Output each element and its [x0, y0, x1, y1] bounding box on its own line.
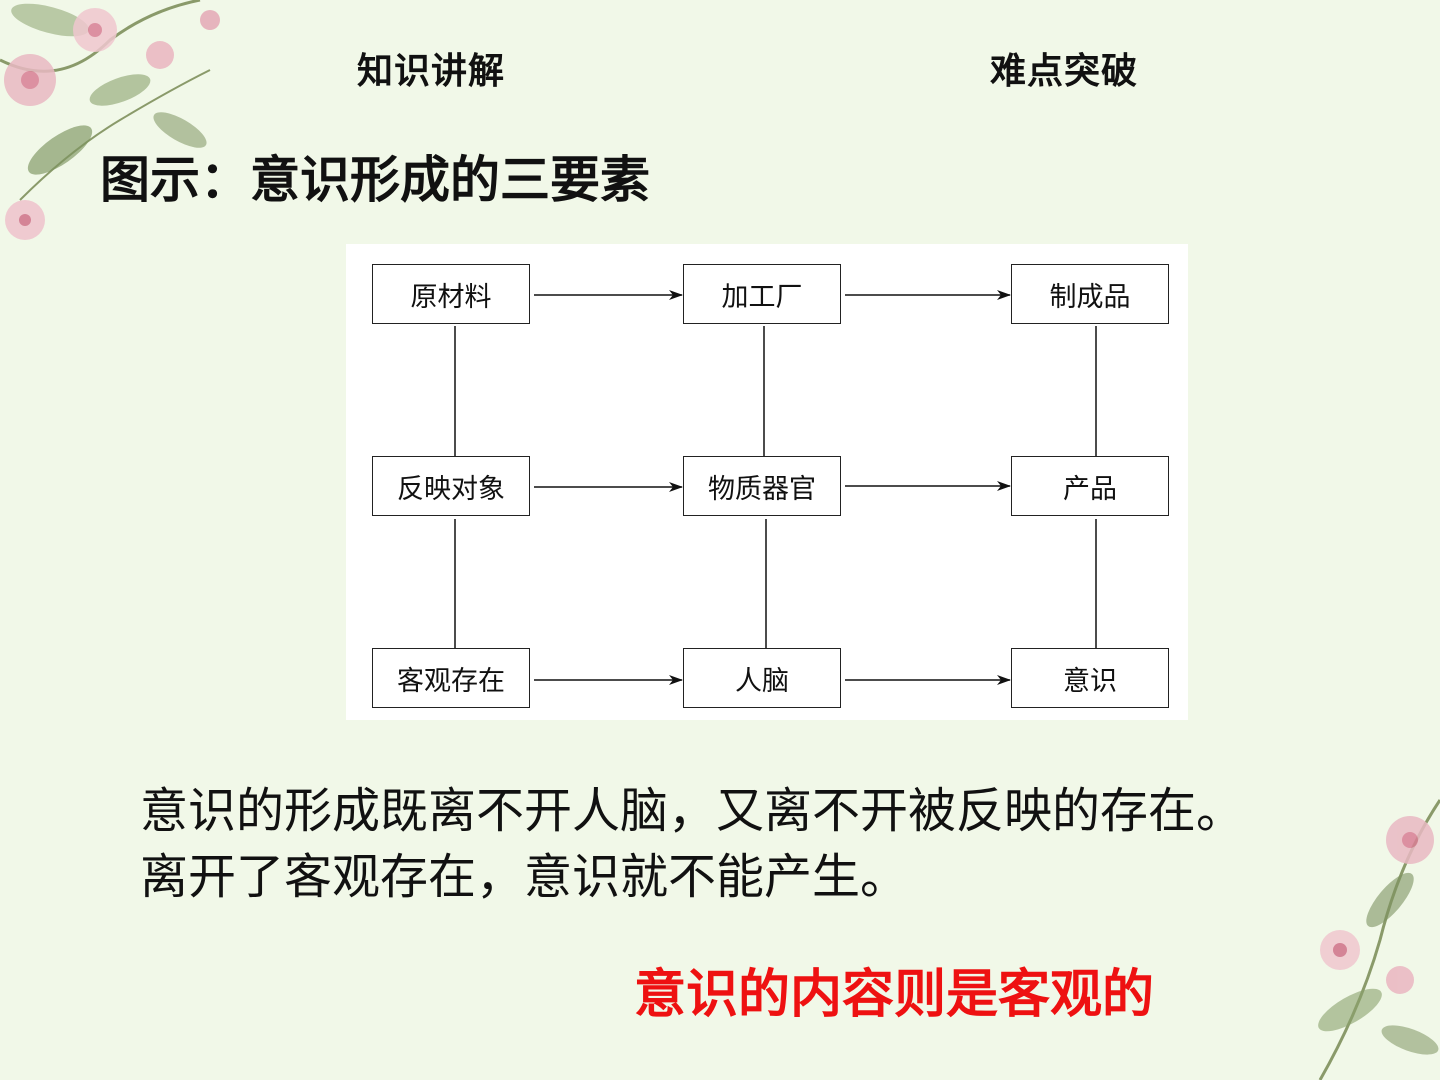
conclusion-highlight: 意识的内容则是客观的 — [634, 965, 1155, 1025]
slide-title: 图示：意识形成的三要素 — [100, 151, 650, 209]
node-processing-plant: 加工厂 — [683, 264, 841, 324]
tab-knowledge-explanation[interactable]: 知识讲解 — [357, 51, 506, 92]
explanation-line-2: 离开了客观存在，意识就不能产生。 — [140, 849, 909, 905]
node-objective-existence: 客观存在 — [372, 648, 530, 708]
node-human-brain: 人脑 — [683, 648, 841, 708]
floral-decoration-bottom-right — [1318, 799, 1440, 1080]
node-material-organ: 物质器官 — [683, 456, 841, 516]
explanation-line-1: 意识的形成既离不开人脑，又离不开被反映的存在。 — [140, 783, 1245, 839]
node-finished-product: 制成品 — [1011, 264, 1169, 324]
node-product: 产品 — [1011, 456, 1169, 516]
node-consciousness: 意识 — [1011, 648, 1169, 708]
explanation-text: 意识的形成既离不开人脑，又离不开被反映的存在。 离开了客观存在，意识就不能产生。 — [140, 778, 1244, 910]
tab-difficulty-breakthrough[interactable]: 难点突破 — [990, 51, 1139, 92]
consciousness-formation-diagram: 原材料 加工厂 制成品 反映对象 物质器官 产品 客观存在 人脑 意识 — [346, 244, 1188, 720]
node-reflected-object: 反映对象 — [372, 456, 530, 516]
node-raw-material: 原材料 — [372, 264, 530, 324]
diagram-connectors — [454, 290, 1097, 685]
